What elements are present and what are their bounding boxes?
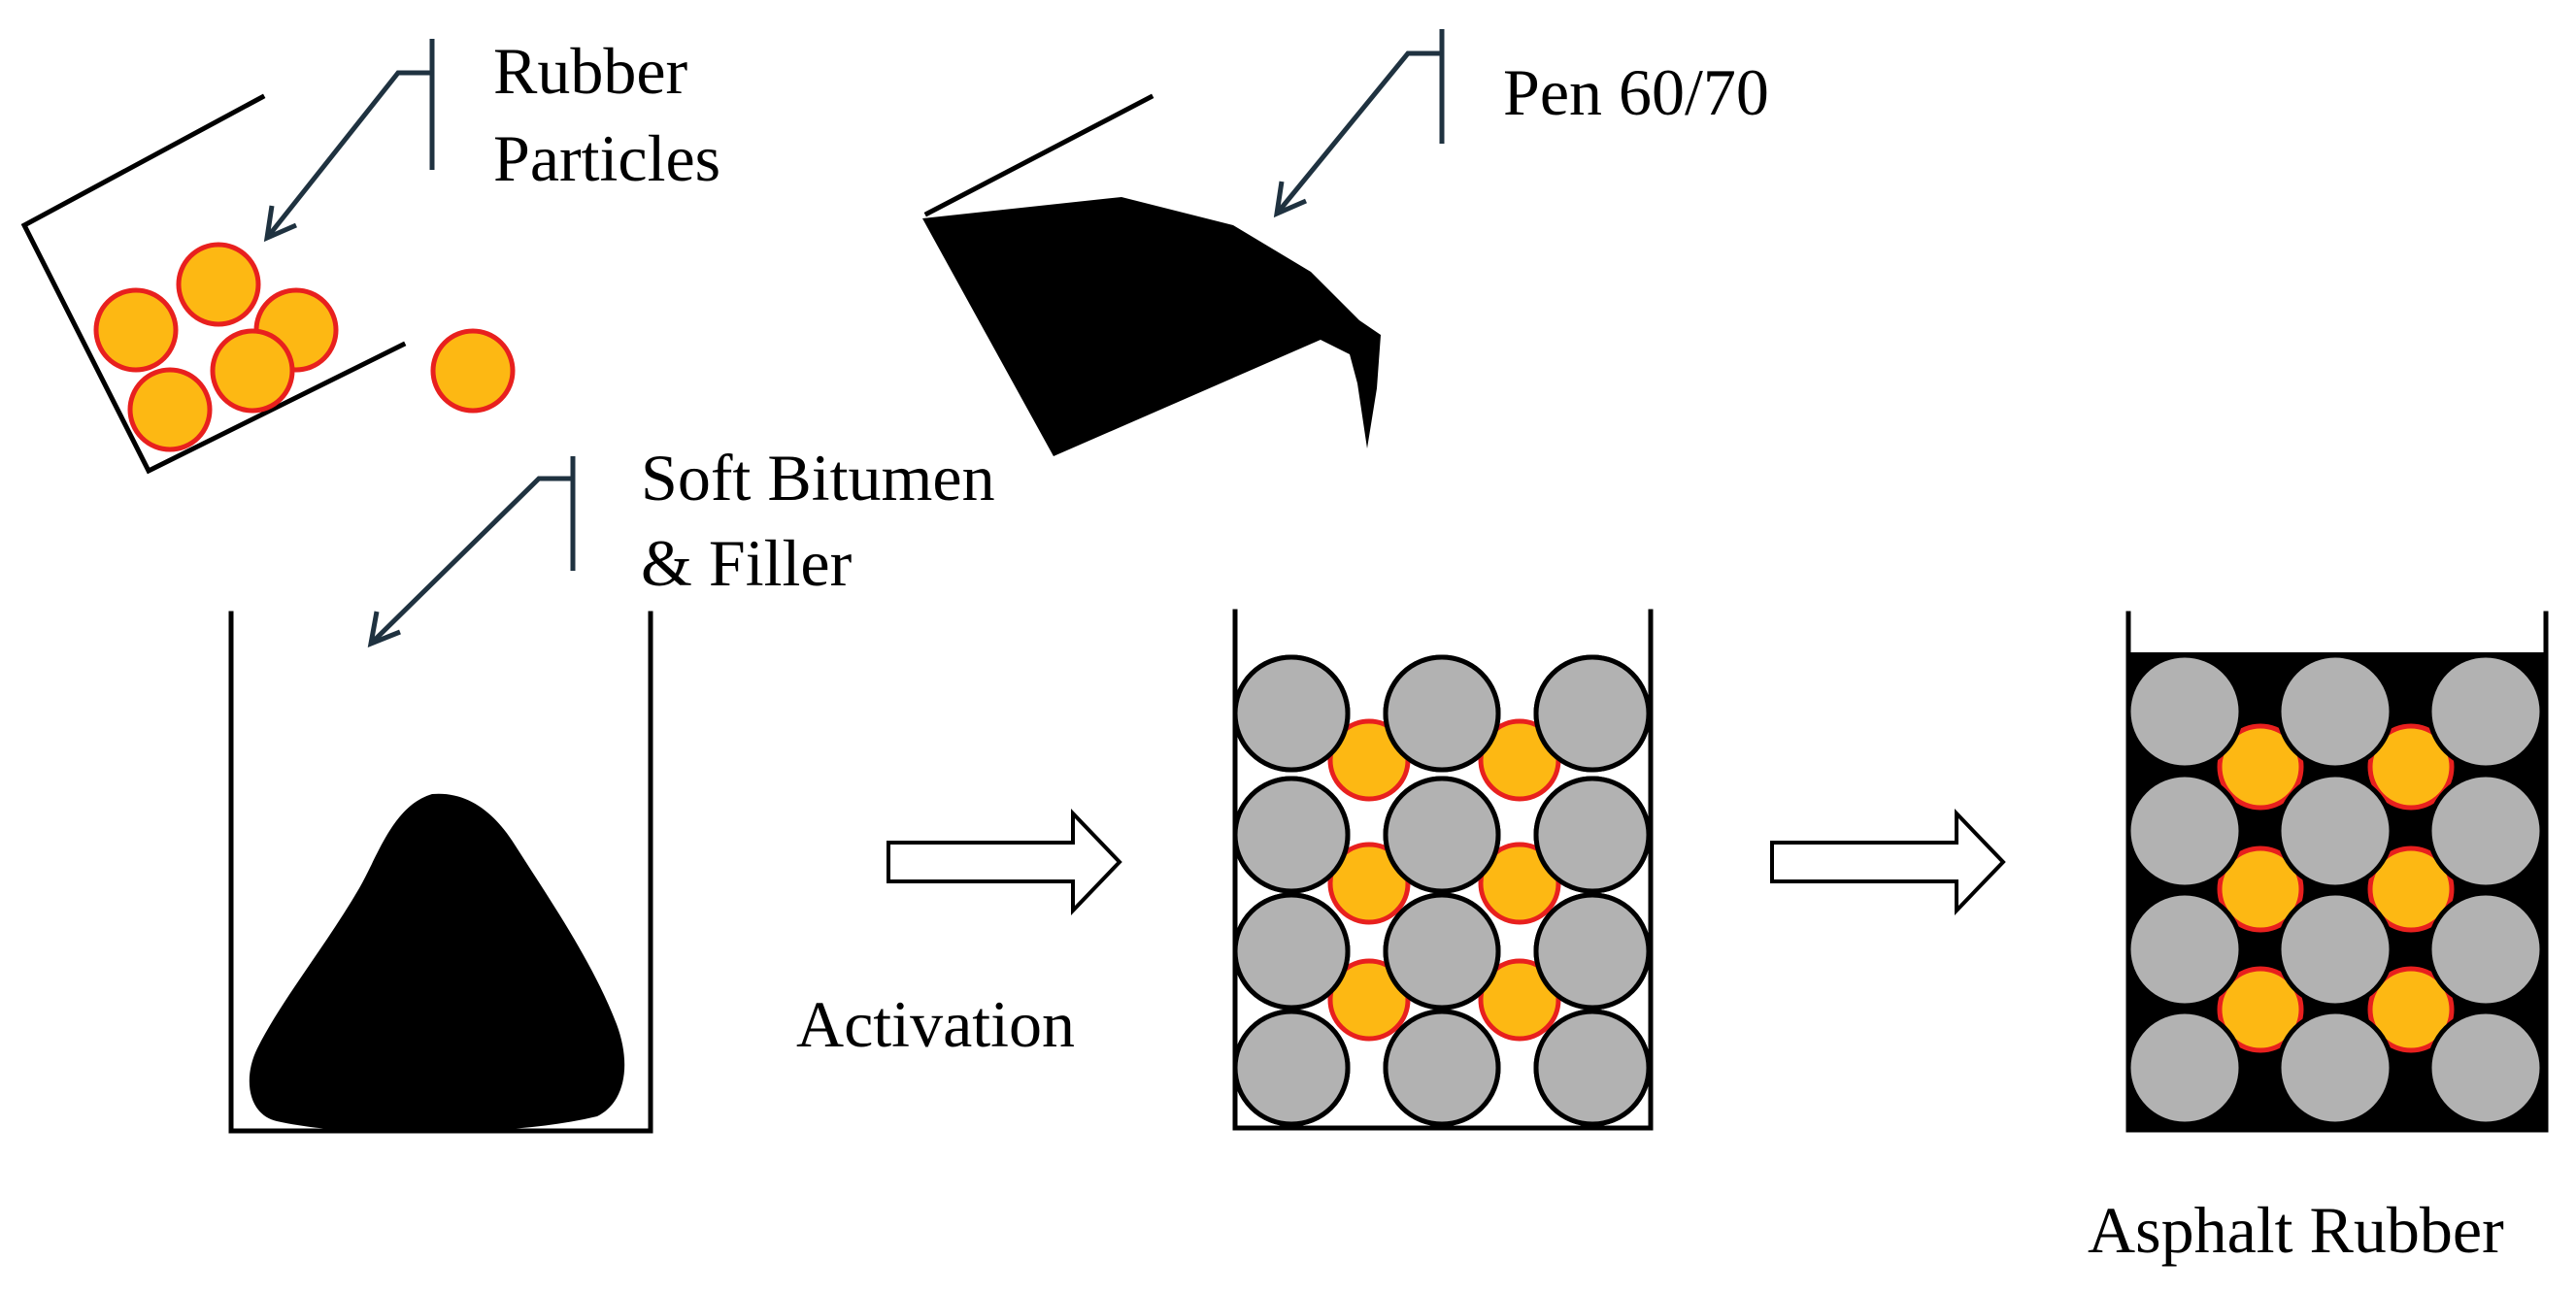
swollen-rubber-particle bbox=[2217, 845, 2304, 933]
aggregate-particle bbox=[1533, 776, 1652, 894]
swollen-rubber-particle bbox=[2367, 723, 2455, 811]
rubber-particles-callout: Rubber Particles bbox=[263, 34, 720, 243]
swollen-rubber-particle bbox=[1327, 842, 1411, 925]
activation-label: Activation bbox=[796, 987, 1075, 1061]
soft-bitumen-label-line1: Soft Bitumen bbox=[641, 441, 995, 514]
beaker-outline bbox=[1232, 609, 1654, 1131]
swollen-rubber-particle bbox=[1478, 842, 1561, 925]
aggregate-particle bbox=[1383, 892, 1501, 1011]
beaker-asphalt-rubber: Asphalt Rubber bbox=[2088, 611, 2549, 1267]
pen-bitumen-pour bbox=[922, 93, 1381, 456]
rubber-particle bbox=[127, 367, 213, 452]
asphalt-rubber-label: Asphalt Rubber bbox=[2088, 1193, 2504, 1267]
aggregate-particle bbox=[2125, 1009, 2244, 1127]
rubber-particles-tray bbox=[20, 93, 516, 475]
aggregate-particle bbox=[1383, 1009, 1501, 1127]
aggregate-particle bbox=[1232, 892, 1351, 1011]
aggregate-particle bbox=[1533, 1009, 1652, 1127]
tray-outline bbox=[20, 93, 407, 475]
aggregate-particle bbox=[1383, 776, 1501, 894]
aggregate-particle bbox=[1533, 654, 1652, 773]
aggregate-particle bbox=[2125, 890, 2244, 1009]
aggregate-particle-group bbox=[2125, 652, 2545, 1127]
leader-arrow-icon bbox=[1273, 181, 1307, 218]
swollen-rubber-particle bbox=[1327, 958, 1411, 1042]
rubber-particle bbox=[210, 328, 295, 414]
callout-leader-line bbox=[369, 476, 573, 646]
aggregate-particle bbox=[1232, 1009, 1351, 1127]
soft-bitumen-label-line2: & Filler bbox=[641, 526, 853, 600]
aggregate-particle bbox=[2276, 1009, 2394, 1127]
aggregate-particle bbox=[2276, 652, 2394, 771]
beaker-activated-mix bbox=[1232, 609, 1654, 1131]
pour-container-edge bbox=[923, 93, 1154, 217]
beaker-soft-bitumen bbox=[228, 611, 653, 1134]
rubber-particle bbox=[93, 287, 179, 373]
aggregate-particle bbox=[2125, 652, 2244, 771]
swollen-rubber-particle bbox=[1478, 958, 1561, 1042]
swollen-rubber-group bbox=[2217, 723, 2455, 1053]
aggregate-particle bbox=[1232, 654, 1351, 773]
leader-arrow-icon bbox=[367, 611, 401, 647]
aggregate-particle bbox=[1383, 654, 1501, 773]
swollen-rubber-group bbox=[1327, 718, 1561, 1042]
aggregate-particle bbox=[2426, 772, 2545, 890]
rubber-particle-loose bbox=[430, 328, 516, 414]
process-arrow-icon bbox=[1770, 809, 2006, 915]
rubber-particles-label-line2: Particles bbox=[493, 121, 720, 195]
rubber-particles-label-line1: Rubber bbox=[493, 34, 688, 108]
swollen-rubber-particle bbox=[2367, 966, 2455, 1053]
swollen-rubber-particle bbox=[2367, 845, 2455, 933]
callout-leader-line bbox=[1275, 50, 1442, 216]
pen-grade-callout: Pen 60/70 bbox=[1273, 29, 1769, 218]
aggregate-particle bbox=[2426, 890, 2545, 1009]
rubber-particles-group bbox=[93, 242, 339, 452]
swollen-rubber-particle bbox=[2217, 966, 2304, 1053]
soft-bitumen-callout: Soft Bitumen & Filler bbox=[367, 441, 995, 647]
aggregate-particle bbox=[2276, 772, 2394, 890]
aggregate-particle bbox=[2426, 1009, 2545, 1127]
aggregate-particle bbox=[1533, 892, 1652, 1011]
rubber-particle bbox=[176, 242, 261, 327]
process-arrow-icon bbox=[887, 809, 1122, 915]
pouring-bitumen-shape bbox=[922, 197, 1381, 456]
beaker-outline bbox=[2125, 611, 2549, 1133]
aggregate-overlay-group bbox=[1232, 654, 1652, 1127]
soft-bitumen-pile bbox=[249, 793, 625, 1133]
callout-leader-line bbox=[265, 70, 432, 240]
leader-arrow-icon bbox=[263, 205, 297, 243]
aggregate-particle bbox=[2426, 652, 2545, 771]
aggregate-particle bbox=[2276, 890, 2394, 1009]
pen-grade-label: Pen 60/70 bbox=[1503, 55, 1769, 129]
swollen-rubber-particle bbox=[2217, 723, 2304, 811]
aggregate-particle bbox=[2125, 772, 2244, 890]
aggregate-particle bbox=[1232, 776, 1351, 894]
